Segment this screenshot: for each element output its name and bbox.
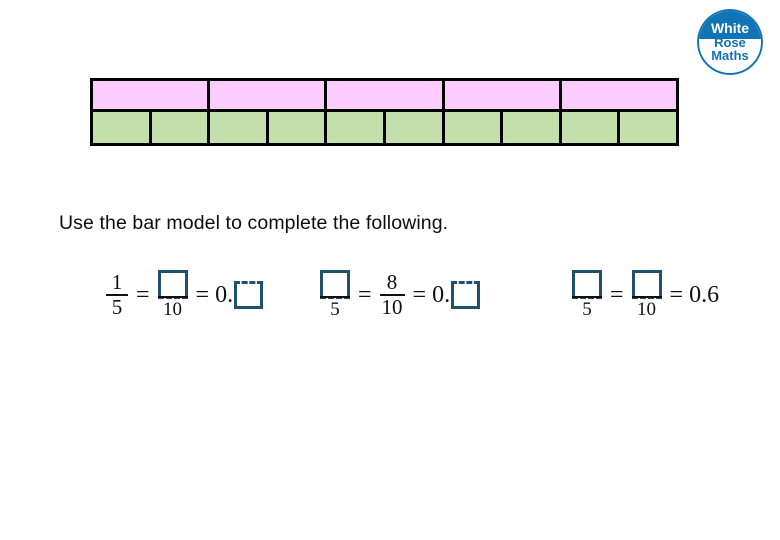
equation-1-decimal-lead: 0. bbox=[215, 281, 234, 308]
bar-cell-tenth-9 bbox=[561, 112, 621, 143]
equation-3-left-fraction: 5 bbox=[572, 270, 602, 319]
logo-line-rose: Rose bbox=[714, 34, 746, 50]
equation-1-left-numerator: 1 bbox=[111, 269, 123, 294]
equation-3: 5 = 10 = 0.6 bbox=[570, 270, 720, 319]
fraction-bar bbox=[320, 296, 350, 298]
fraction-bar bbox=[631, 296, 662, 298]
equation-3-decimal-value: 0.6 bbox=[689, 281, 720, 308]
answer-box-equation-2-numerator[interactable] bbox=[320, 270, 350, 299]
bar-cell-tenth-2 bbox=[151, 112, 211, 143]
equation-1-middle-fraction: 10 bbox=[157, 270, 188, 320]
equation-1-middle-numerator-slot bbox=[157, 270, 188, 299]
bar-model-top-row-fifths bbox=[93, 81, 677, 112]
equation-3-middle-fraction: 10 bbox=[631, 270, 662, 320]
bar-model-bottom-row-tenths bbox=[93, 112, 676, 143]
bar-cell-tenth-4 bbox=[268, 112, 328, 143]
answer-box-equation-3-numerator-tenths[interactable] bbox=[631, 270, 662, 299]
answer-box-equation-1-decimal[interactable] bbox=[234, 280, 264, 309]
fraction-bar bbox=[379, 293, 405, 296]
fraction-bar bbox=[572, 296, 602, 298]
equation-2-decimal: 0. bbox=[432, 280, 481, 309]
equation-3-equals-2: = bbox=[669, 281, 684, 308]
logo-line-maths: Maths bbox=[711, 48, 749, 64]
equation-1-left-denominator: 5 bbox=[111, 294, 123, 319]
bar-model bbox=[90, 78, 679, 146]
bar-cell-tenth-5 bbox=[327, 112, 386, 143]
equation-3-equals-1: = bbox=[610, 281, 624, 308]
white-rose-maths-logo: White Rose Maths bbox=[697, 9, 763, 75]
logo-disc: White Rose Maths bbox=[697, 9, 763, 75]
equation-2: 5 = 8 10 = 0. bbox=[318, 269, 481, 319]
equation-2-left-denominator: 5 bbox=[330, 299, 340, 320]
answer-box-equation-1-numerator[interactable] bbox=[157, 270, 188, 299]
bar-cell-fifth-4 bbox=[444, 81, 562, 109]
bar-cell-tenth-3 bbox=[210, 112, 269, 143]
bar-cell-tenth-1 bbox=[93, 112, 152, 143]
equation-1-left-fraction: 1 5 bbox=[106, 269, 128, 319]
bar-cell-tenth-6 bbox=[385, 112, 445, 143]
equation-2-middle-denominator: 10 bbox=[381, 294, 403, 319]
equation-1-middle-denominator: 10 bbox=[163, 299, 183, 320]
fraction-bar bbox=[157, 296, 188, 298]
equation-1-decimal: 0. bbox=[215, 280, 264, 309]
logo-line-white: White bbox=[710, 19, 750, 36]
logo-top-fill bbox=[699, 11, 761, 39]
equation-2-left-numerator-slot bbox=[320, 270, 350, 299]
bar-cell-tenth-10 bbox=[620, 112, 676, 143]
equation-1-equals-1: = bbox=[136, 281, 150, 308]
equation-2-middle-fraction: 8 10 bbox=[379, 269, 405, 319]
bar-cell-tenth-7 bbox=[444, 112, 504, 143]
equation-2-equals-2: = bbox=[412, 281, 427, 308]
equation-1: 1 5 = 10 = 0. bbox=[104, 269, 264, 320]
logo-wordmark: White Rose Maths bbox=[699, 11, 761, 73]
bar-cell-fifth-5 bbox=[561, 81, 677, 109]
bar-cell-fifth-3 bbox=[327, 81, 445, 109]
equation-3-middle-numerator-slot bbox=[631, 270, 662, 299]
fraction-bar bbox=[106, 293, 128, 296]
bar-cell-fifth-1 bbox=[93, 81, 211, 109]
equation-2-left-fraction: 5 bbox=[320, 270, 350, 319]
answer-box-equation-2-decimal[interactable] bbox=[451, 280, 481, 309]
equation-3-decimal: 0.6 bbox=[689, 283, 720, 307]
equation-2-decimal-lead: 0. bbox=[432, 281, 451, 308]
bar-cell-tenth-8 bbox=[503, 112, 562, 143]
instruction-text: Use the bar model to complete the follow… bbox=[59, 212, 449, 234]
equation-3-left-numerator-slot bbox=[572, 270, 602, 299]
bar-cell-fifth-2 bbox=[210, 81, 328, 109]
answer-box-equation-3-numerator-fifths[interactable] bbox=[572, 270, 602, 299]
equation-3-middle-denominator: 10 bbox=[637, 299, 657, 320]
equation-2-equals-1: = bbox=[358, 281, 372, 308]
equation-1-equals-2: = bbox=[195, 281, 210, 308]
equation-3-left-denominator: 5 bbox=[582, 299, 592, 320]
equation-2-middle-numerator: 8 bbox=[386, 269, 398, 294]
